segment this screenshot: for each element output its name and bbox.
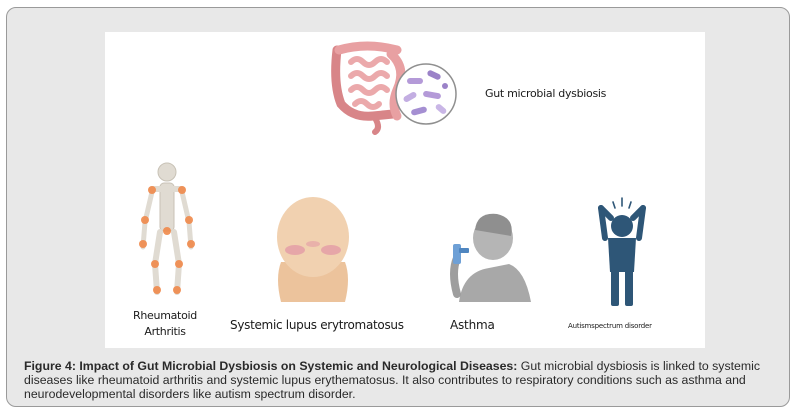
rheumatoid-arthritis-label: Rheumatoid Arthritis (133, 309, 197, 338)
figure-panel: Gut microbial dysbiosis Rheumatoid Arthr… (105, 32, 705, 348)
intestine-icon (331, 41, 406, 135)
figure-caption: Figure 4: Impact of Gut Microbial Dysbio… (24, 359, 790, 401)
inhaler-person-icon (450, 213, 531, 302)
gut-dysbiosis-label: Gut microbial dysbiosis (485, 87, 607, 100)
caption-title: Figure 4: Impact of Gut Microbial Dysbio… (24, 359, 518, 373)
bacteria-magnifier-icon (395, 63, 457, 125)
figure-frame: Gut microbial dysbiosis Rheumatoid Arthr… (6, 7, 790, 407)
autism-person-icon (598, 197, 646, 306)
autism-label: Autismspectrum disorder (568, 322, 652, 330)
asthma-label: Asthma (450, 318, 495, 332)
lupus-label: Systemic lupus erytromatosus (230, 318, 404, 332)
head-icon (277, 197, 349, 302)
figure-illustration (139, 41, 646, 306)
caption-body: Gut microbial dysbiosis is linked to sys… (24, 359, 760, 401)
skeleton-icon (139, 162, 195, 295)
